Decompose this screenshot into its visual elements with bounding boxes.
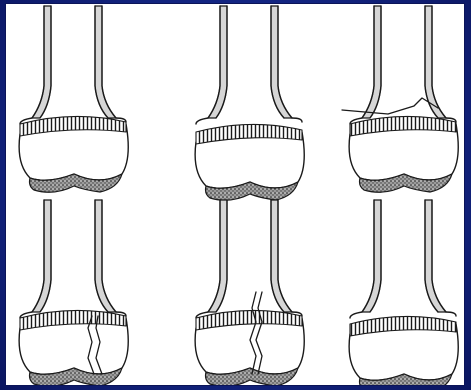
- metaphysis-flare: [350, 312, 362, 318]
- metaphysis-flare: [292, 118, 302, 122]
- panel-type-2: [342, 6, 458, 192]
- epiphysis-group: [195, 124, 304, 200]
- fracture-line: [342, 98, 438, 114]
- epiphysis-group: [195, 310, 304, 385]
- panels-layer: [19, 6, 458, 385]
- epiphysis-group: [349, 116, 458, 192]
- panel-type-3: [19, 200, 128, 385]
- epiphysis-group: [349, 316, 458, 385]
- metaphysis-flare: [446, 312, 456, 316]
- panel-normal-physis: [19, 6, 128, 192]
- physeal-fracture-diagram: [6, 4, 464, 385]
- diagram-canvas: [6, 4, 464, 385]
- panel-type-1: [195, 6, 304, 200]
- epiphysis-group: [19, 116, 128, 192]
- metaphysis-flare: [196, 118, 208, 124]
- epiphysis-group: [19, 310, 128, 385]
- panel-type-5: [349, 200, 458, 385]
- panel-type-4: [195, 200, 304, 385]
